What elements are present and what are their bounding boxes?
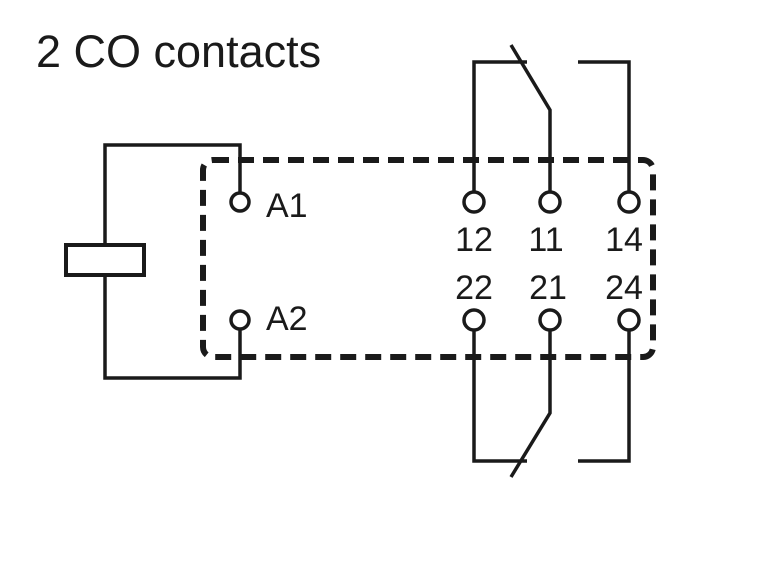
diagram-title: 2 CO contacts	[36, 26, 322, 77]
label-a2: A2	[266, 300, 308, 338]
label-21: 21	[529, 269, 567, 307]
terminal-24	[617, 308, 641, 332]
contact-11-switch	[509, 44, 552, 192]
terminal-12	[462, 190, 486, 214]
terminal-22	[462, 308, 486, 332]
contact-12-wire	[472, 60, 527, 192]
coil-wire-bottom	[103, 275, 242, 380]
coil-symbol	[64, 243, 146, 277]
label-24: 24	[605, 269, 643, 307]
terminal-a1	[229, 191, 251, 213]
contact-24-wire	[578, 330, 631, 463]
contact-14-wire	[578, 60, 631, 192]
terminal-11	[538, 190, 562, 214]
contact-21-switch	[509, 330, 552, 478]
contact-22-wire	[472, 330, 527, 463]
relay-housing-dashed-outline	[200, 157, 656, 360]
terminal-14	[617, 190, 641, 214]
label-a1: A1	[266, 187, 308, 225]
label-12: 12	[455, 221, 493, 259]
label-11: 11	[528, 221, 563, 259]
terminal-21	[538, 308, 562, 332]
label-22: 22	[455, 269, 493, 307]
coil-wire-top	[103, 143, 242, 245]
label-14: 14	[605, 221, 643, 259]
terminal-a2	[229, 309, 251, 331]
